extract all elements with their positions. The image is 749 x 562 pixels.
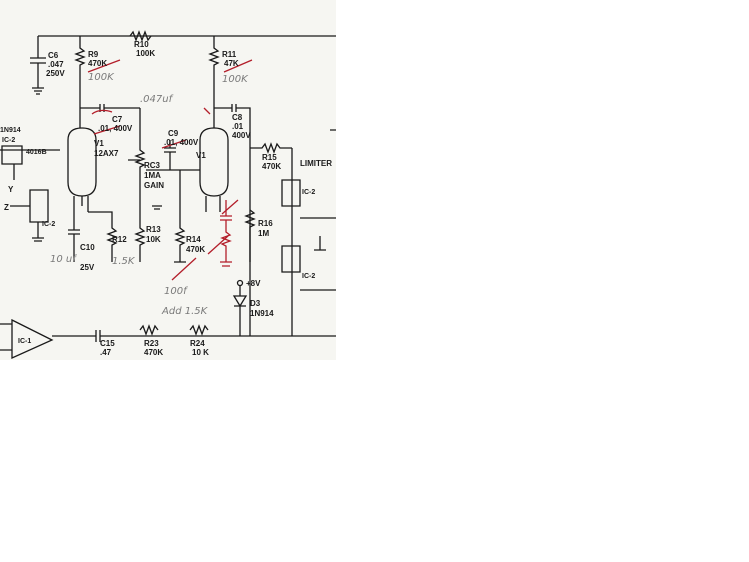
- r10-value: 100K: [136, 49, 155, 58]
- y-label: Y: [8, 185, 14, 194]
- schematic-scan: C6 .047 250V R9 470K 100K R10 100K R11 4…: [0, 0, 336, 360]
- r23-label: R23: [144, 339, 159, 348]
- r10-label: R10: [134, 40, 149, 49]
- r23-value: 470K: [144, 348, 163, 357]
- r11-label: R11: [222, 50, 237, 59]
- r14-value: 470K: [186, 245, 205, 254]
- c10-label: C10: [80, 243, 95, 252]
- c7-label: C7: [112, 115, 123, 124]
- d3-label: D3: [250, 299, 261, 308]
- limiter-label: LIMITER: [300, 159, 332, 168]
- c9-value: .01, 400V: [164, 138, 199, 147]
- c8-value: .01: [232, 122, 244, 131]
- gain-label: GAIN: [144, 181, 164, 190]
- c8-label: C8: [232, 113, 243, 122]
- d1-label: 1N914: [0, 127, 21, 134]
- note-add-resistor: Add 1.5K: [161, 306, 209, 317]
- z-label: Z: [4, 203, 9, 212]
- r9-new-value: 100K: [88, 72, 115, 83]
- c15-label: C15: [100, 339, 115, 348]
- c10-rating: 25V: [80, 263, 95, 272]
- r16-value: 1M: [258, 229, 269, 238]
- c6-rating: 250V: [46, 69, 65, 78]
- r16-label: R16: [258, 219, 273, 228]
- d3-value: 1N914: [250, 309, 274, 318]
- r15-value: 470K: [262, 162, 281, 171]
- c9-label: C9: [168, 129, 179, 138]
- ic2-second-label: IC-2: [42, 221, 55, 228]
- ic2-left-label: IC-2: [2, 137, 15, 144]
- c7-value: .01, 400V: [98, 124, 133, 133]
- ic1-label: IC-1: [18, 338, 31, 345]
- c6-label: C6: [48, 51, 59, 60]
- c10-note: 10 uf: [50, 254, 77, 265]
- schematic-drawing: C6 .047 250V R9 470K 100K R10 100K R11 4…: [0, 30, 336, 360]
- r13-label: R13: [146, 225, 161, 234]
- cap-note: .047uf: [140, 94, 174, 105]
- r13-value: 10K: [146, 235, 161, 244]
- plus8v-label: +8V: [246, 279, 261, 288]
- ic2-right-label: IC-2: [302, 189, 315, 196]
- r12-label: R12: [112, 235, 127, 244]
- r9-value: 470K: [88, 59, 107, 68]
- d1-note: 4016B: [26, 149, 47, 156]
- ic2-lower-label: IC-2: [302, 273, 315, 280]
- r24-value: 10 K: [192, 348, 209, 357]
- r9-label: R9: [88, 50, 99, 59]
- v1-left-type: 12AX7: [94, 149, 119, 158]
- c6-value: .047: [48, 60, 64, 69]
- rc3-value: 1MA: [144, 171, 161, 180]
- rc3-label: RC3: [144, 161, 161, 170]
- v1-left-label: V1: [94, 139, 104, 148]
- c8-rating: 400V: [232, 131, 251, 140]
- r12-value: 1.5K: [112, 256, 136, 267]
- r24-label: R24: [190, 339, 205, 348]
- r11-value: 47K: [224, 59, 239, 68]
- r15-label: R15: [262, 153, 277, 162]
- r11-new-value: 100K: [222, 74, 249, 85]
- c15-value: .47: [100, 348, 112, 357]
- note-100f: 100f: [164, 286, 188, 297]
- r14-label: R14: [186, 235, 201, 244]
- v1-right-label: V1: [196, 151, 206, 160]
